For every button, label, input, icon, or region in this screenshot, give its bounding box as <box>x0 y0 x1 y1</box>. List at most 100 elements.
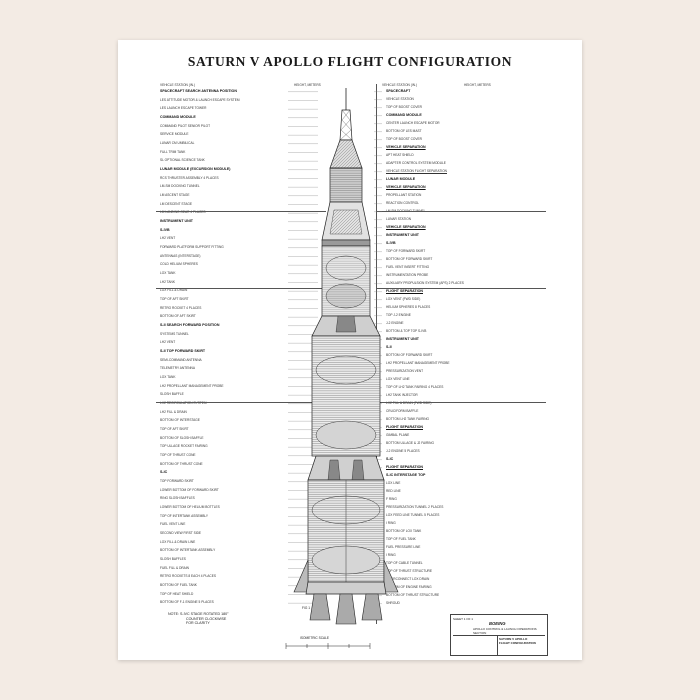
right-header-station: VEHICLE STATION (IN.) <box>382 83 417 87</box>
left-label: BOTTOM OF INTERTANK ASSEMBLY <box>160 548 216 553</box>
left-label: LH2 VENT <box>160 340 176 345</box>
left-label: LM DESCENT STAGE <box>160 201 192 206</box>
left-label: BOTTOM OF F-1 ENGINE 5 PLACES <box>160 600 214 605</box>
right-label: COMMAND MODULE <box>386 113 422 117</box>
right-label: SPACECRAFT <box>386 89 411 93</box>
left-label: TOP OF AFT SKIRT <box>160 427 189 431</box>
right-label: I RING <box>386 521 396 525</box>
right-label: TOP OF BOOST COVER <box>386 105 422 109</box>
right-label: BOTTOM OF LOX TANK <box>386 529 422 533</box>
title-block-line2: SATURN V APOLLO <box>499 637 528 641</box>
left-label: LH2 VENT <box>160 236 176 241</box>
right-label: APT HEAT SHIELD <box>386 153 414 157</box>
left-label: RETRO ROCKET 4 PLACES <box>160 305 202 310</box>
rule-right-sic <box>376 402 546 403</box>
saturn-v-cutaway-drawing <box>285 88 399 649</box>
right-label: BOTTOM OF FORWARD SKIRT <box>386 353 433 357</box>
right-label: PRESSURIZATION VENT <box>386 369 424 373</box>
rule-right-iu <box>376 211 546 212</box>
rule-left-sii <box>156 288 326 289</box>
left-label: S-II TOP FORWARD SKIRT <box>160 349 206 353</box>
left-label: BOTTOM OF FUEL TANK <box>160 583 197 587</box>
note-line-2: COUNTER CLOCKWISE <box>186 616 227 621</box>
right-label: GIMBAL PLANE <box>386 433 410 437</box>
right-label: VEHICLE SEPARATION <box>386 225 426 229</box>
scale-label: ISOMETRIC SCALE <box>300 636 330 640</box>
right-label: INSTRUMENTATION PROBE <box>386 273 429 277</box>
right-label: BOTTOM ULLAGE & J2 FAIRING <box>386 441 434 445</box>
right-label: INSTRUMENT UNIT <box>386 337 419 341</box>
title-block-sheet: SHEET 1 OF 1 <box>453 617 473 621</box>
left-label: TELEMETRY ANTENNA <box>160 366 195 371</box>
left-label: SERVICE MODULE <box>160 132 189 137</box>
left-label: FULL TRIM TANK <box>160 149 186 154</box>
left-label: LOX FILL & DRAIN <box>160 288 188 293</box>
right-label: TOP OF FUEL TANK <box>386 537 416 541</box>
right-label: VEHICLE STATION <box>386 97 414 101</box>
right-label: TOP OF BOOST COVER <box>386 137 422 141</box>
right-label: BOTTOM OF FORWARD SKIRT <box>386 257 433 261</box>
right-label: TOP OF CABLE TUNNEL <box>386 561 423 565</box>
left-label: BOTTOM OF SLOSH BAFFLE <box>160 435 204 440</box>
right-label: TOP J-2 ENGINE <box>386 313 411 317</box>
f1-engine-right <box>361 593 383 621</box>
engine-fairing <box>305 581 387 595</box>
rule-left-sic <box>156 402 326 403</box>
left-label: BOTTOM OF THRUST CONE <box>160 461 203 466</box>
left-label: S-IVB <box>160 227 170 232</box>
left-label: FUEL VENT LINE <box>160 522 186 527</box>
right-label: VEHICLE SEPARATION <box>386 185 426 189</box>
left-label: BOTTOM OF AFT SKIRT <box>160 314 196 319</box>
left-label: TOP OF INTERTANK ASSEMBLY <box>160 513 209 518</box>
right-label: BOTTOM OF THRUST STRUCTURE <box>386 593 440 597</box>
fin-right <box>383 559 399 593</box>
right-label: S-IC <box>386 457 394 461</box>
left-header-height: HEIGHT, METERS <box>294 83 321 87</box>
left-label: TOP OF AFT SKIRT <box>160 297 189 301</box>
title-block-line1: APOLLO CONTROL & LAUNCH OPERATIONS SECTI… <box>473 627 537 635</box>
left-label: LOX TANK <box>160 271 176 275</box>
right-label: BOTTOM & TOP TOP S-IVB <box>386 329 427 333</box>
right-label: S-IC INTERSTAGE TOP <box>386 473 426 477</box>
right-label: INSTRUMENT UNIT <box>386 233 419 237</box>
right-label: PROPELLANT STATION <box>386 193 422 197</box>
right-label: HELIUM SPHERES 8 PLACES <box>386 305 431 309</box>
poster: SATURN V APOLLO FLIGHT CONFIGURATION VEH… <box>118 40 582 660</box>
right-label: VEHICLE SEPARATION <box>386 145 426 149</box>
left-label: SLOSH BAFFLE <box>160 392 184 397</box>
title-block-company: BOEING <box>489 621 506 626</box>
right-label: J-2 ENGINE <box>386 321 404 325</box>
right-label: FLIGHT SEPARATION <box>386 425 423 429</box>
left-label: LUNAR MODULE (EXCURSION MODULE) <box>160 167 231 171</box>
left-label: COMMAND MODULE <box>160 115 196 119</box>
right-label: F RING <box>386 497 397 501</box>
right-label: PRESSURIZATION TUNNEL 2 PLACES <box>386 505 444 509</box>
left-label: SL OPTIONAL SCIENCE TANK <box>160 158 205 163</box>
left-label: SPACECRAFT SEARCH ANTENNA POSITION <box>160 89 237 93</box>
right-label: INTERCONNECT LOX DRAIN <box>386 577 430 581</box>
right-label: REACTION CONTROL <box>386 201 419 205</box>
left-label: LH2 RECIRCULATION SYSTEM <box>160 401 207 405</box>
right-label: LH2 TANK INJECTOR <box>386 393 418 397</box>
left-label: FUEL FILL & DRAIN <box>160 565 189 570</box>
right-label: SHROUD <box>386 601 400 605</box>
fin-left <box>293 559 309 593</box>
right-label: LUNAR STATION <box>386 217 412 221</box>
right-label: BOTTOM LH2 TANK FAIRING <box>386 417 430 421</box>
right-label: TOP OF THRUST STRUCTURE <box>386 569 432 573</box>
right-label: LOX VENT (FWD SIDE) <box>386 297 421 301</box>
title-block-line3: FLIGHT CONFIGURATION <box>499 641 536 645</box>
figure-label: FIG 1 <box>302 606 310 610</box>
right-label: VEHICLE STATION FLIGHT SEPARATION <box>386 169 447 173</box>
left-label: SEMI-COMMAND ANTENNA <box>160 357 202 362</box>
rule-left-iu <box>156 211 326 212</box>
left-label: LOWER BOTTOM OF FORWARD SKIRT <box>160 487 219 492</box>
right-label: RED LINE <box>386 489 401 493</box>
right-label: CRUCIFORM BAFFLE <box>386 409 419 413</box>
left-label: LH2 FILL & DRAIN <box>160 409 187 414</box>
left-label: RCS THRUSTER ASSEMBLY 4 PLACES <box>160 175 219 180</box>
right-label: S-IVB <box>386 241 396 245</box>
left-label: TOP OF THRUST CONE <box>160 453 196 457</box>
left-label: LM-SM DOCKING TUNNEL <box>160 184 200 189</box>
right-label: LOX VENT LINE <box>386 377 410 381</box>
